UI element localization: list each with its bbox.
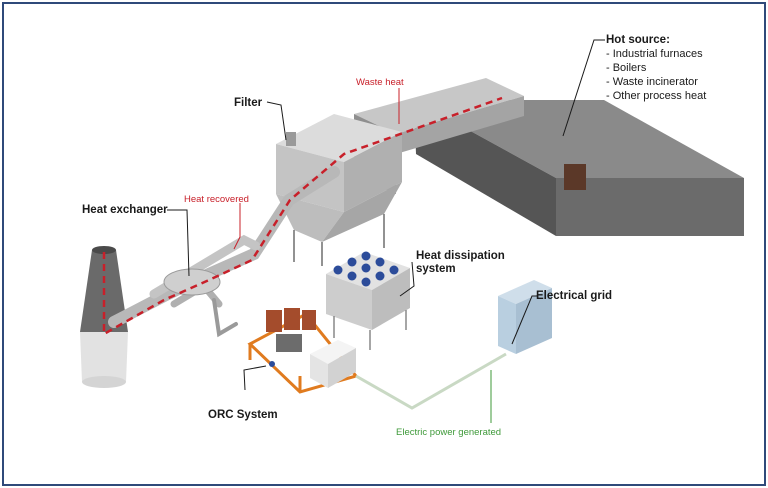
orc-system	[247, 308, 359, 394]
electrical-grid-label: Electrical grid	[536, 290, 612, 302]
hot-source-item: - Boilers	[606, 62, 647, 74]
electric-power-label: Electric power generated	[396, 427, 501, 438]
hot-source-item: - Industrial furnaces	[606, 48, 703, 60]
orc-diagram: Hot source: - Industrial furnaces - Boil…	[80, 34, 744, 438]
heat-dissipation-label: Heat dissipation	[416, 250, 505, 262]
filter-label: Filter	[234, 97, 263, 109]
electrical-grid-cabinet	[498, 280, 552, 354]
hot-source-item: - Other process heat	[606, 90, 706, 102]
heat-dissipation-unit	[326, 251, 410, 350]
orc-system-label: ORC System	[208, 409, 278, 421]
heat-exchanger	[163, 268, 221, 296]
callout-lines	[167, 39, 605, 391]
hot-source-item: - Waste incinerator	[606, 76, 698, 88]
colored-leader-lines	[233, 88, 492, 423]
waste-heat-flow-line	[102, 96, 503, 337]
power-line	[355, 352, 507, 410]
heat-recovered-label: Heat recovered	[184, 194, 249, 205]
heat-dissipation-label-line2: system	[416, 263, 456, 275]
hot-source-label: Hot source: - Industrial furnaces - Boil…	[606, 34, 706, 102]
hot-source-title: Hot source:	[606, 34, 670, 46]
heat-exchanger-label: Heat exchanger	[82, 204, 168, 216]
waste-heat-label: Waste heat	[356, 77, 404, 88]
